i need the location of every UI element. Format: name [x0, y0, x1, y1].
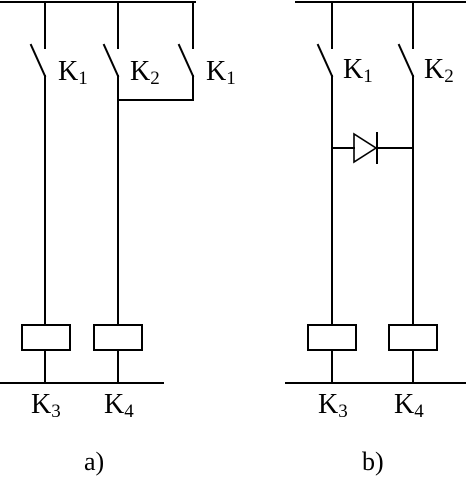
- diagram-a-k1-switch-blade: [29, 43, 47, 78]
- diagram-b-k2-switch-blade: [397, 43, 415, 78]
- diagram-a-coil-k3: [21, 324, 71, 351]
- diagram-b-k1-switch-blade: [316, 43, 334, 78]
- diagram-b-label-k2: K2: [424, 54, 454, 87]
- diagram-a-label-k4: K4: [104, 389, 134, 422]
- diagram-b-label-k1: K1: [343, 54, 373, 87]
- diagram-a-label-k1: K1: [58, 56, 88, 89]
- diagram-b-branch-left: [307, 1, 357, 384]
- diagram-a: K1 K2 K1 K3 K4 a): [0, 1, 236, 476]
- diagram-a-k2-switch-blade: [102, 43, 120, 78]
- diagram-a-label-k2: K2: [130, 56, 160, 89]
- diagram-b-coil-k4: [388, 324, 438, 351]
- diode-triangle-icon: [353, 132, 378, 164]
- diagram-a-label-k3: K3: [31, 389, 61, 422]
- diagram-a-branch-left: [21, 1, 71, 384]
- diagram-a-k1b-switch-blade: [177, 43, 195, 78]
- diagram-b: K1 K2 K3 K4 b): [285, 1, 466, 476]
- diagram-b-diode: [331, 132, 414, 164]
- diagram-b-coil-k3: [307, 324, 357, 351]
- diagram-b-label-k3: K3: [318, 389, 348, 422]
- diagram-b-branch-right: [388, 1, 438, 384]
- diagram-b-label-k4: K4: [394, 389, 424, 422]
- diagram-a-label-k1-second: K1: [206, 56, 236, 89]
- diagram-a-coil-k4: [93, 324, 143, 351]
- diagram-b-caption: b): [362, 447, 384, 476]
- diagram-a-branch-right: [117, 1, 195, 101]
- diagram-a-branch-middle: [93, 1, 143, 384]
- diagram-a-caption: a): [84, 447, 104, 476]
